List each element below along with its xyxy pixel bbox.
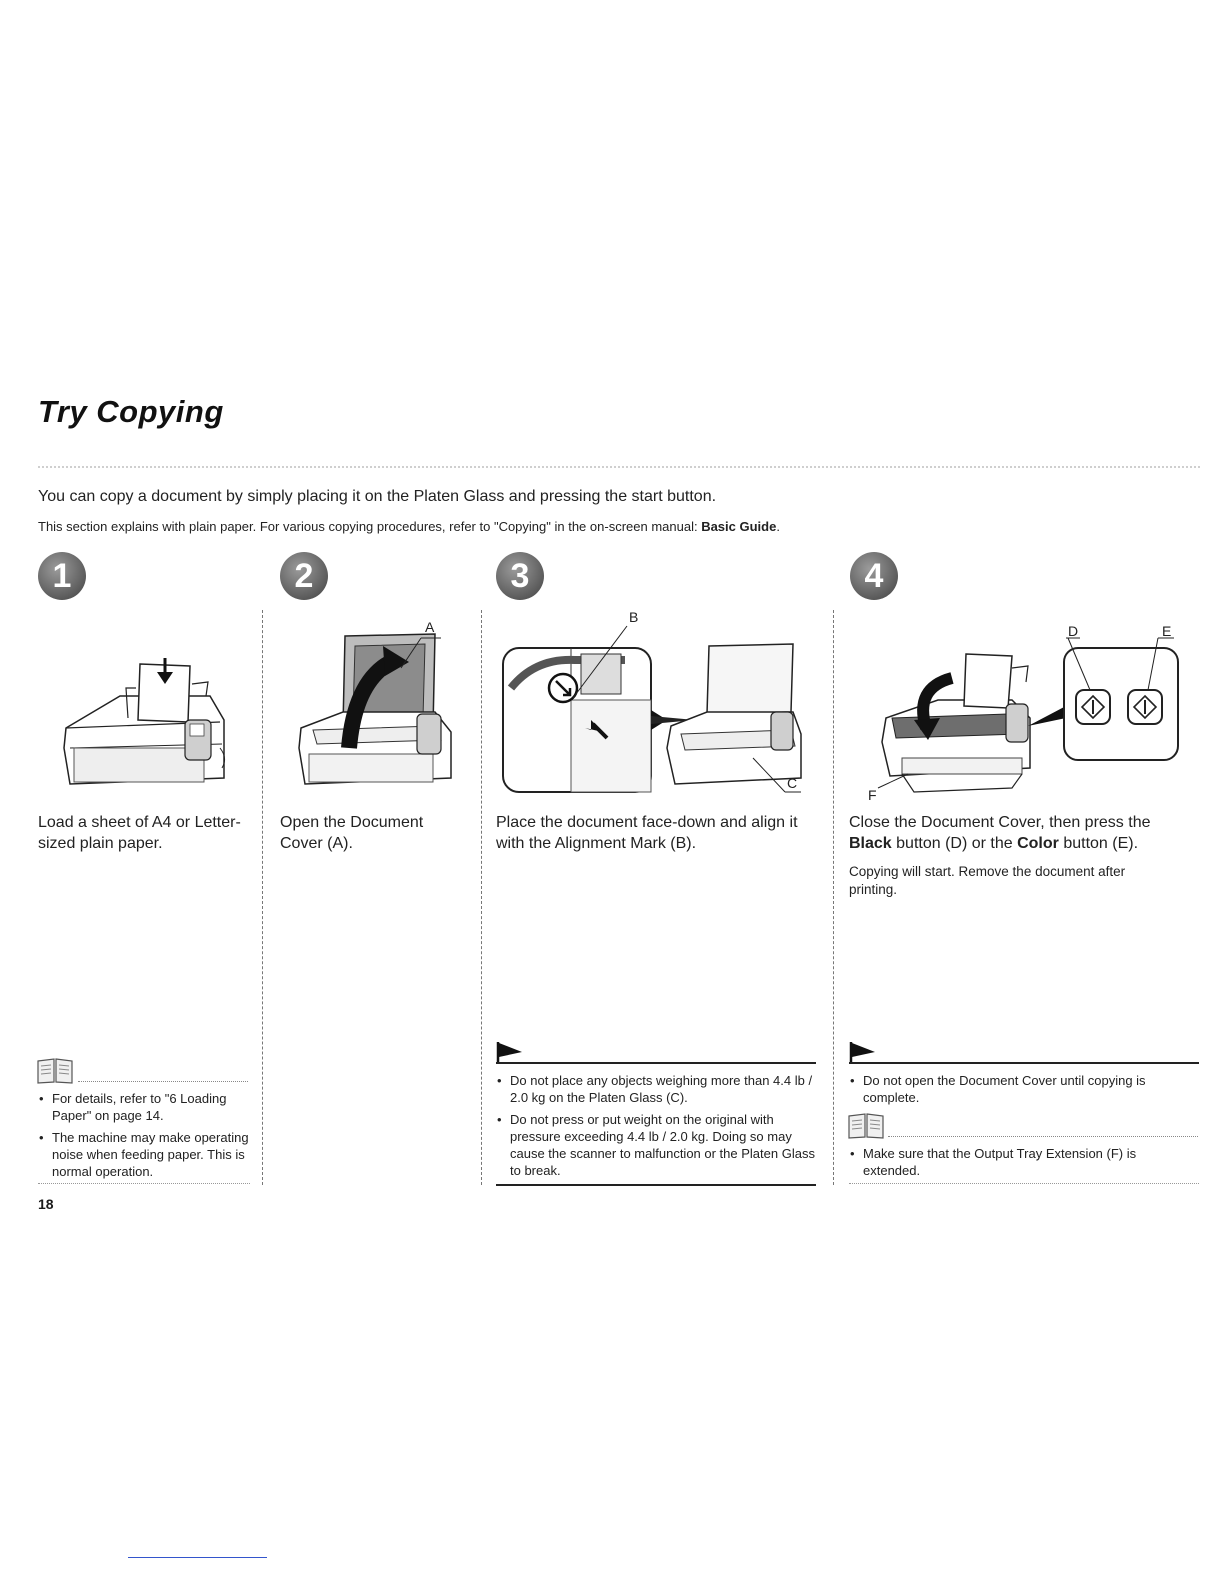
basic-guide-link: Basic Guide (701, 519, 777, 534)
step-1-notes: For details, refer to "6 Loading Paper" … (38, 1090, 256, 1185)
step-4-instruction: Close the Document Cover, then press the… (849, 812, 1189, 854)
step-4-text-prefix: Close the Document Cover, then press the (849, 814, 1151, 831)
section-bottom-rule (849, 1183, 1199, 1184)
list-item: Do not press or put weight on the origin… (496, 1111, 818, 1179)
list-item: Do not open the Document Cover until cop… (849, 1072, 1189, 1106)
step-3-cautions: Do not place any objects weighing more t… (496, 1072, 818, 1184)
callout-b: B (629, 609, 638, 625)
step-1-badge: 1 (38, 552, 86, 600)
column-separator (262, 610, 263, 1185)
step-2-badge: 2 (280, 552, 328, 600)
list-item: Do not place any objects weighing more t… (496, 1072, 818, 1106)
step-4-text-mid: button (D) or the (891, 835, 1018, 852)
column-separator (833, 610, 834, 1185)
black-start-diamond-icon (1080, 694, 1106, 720)
color-button-label: Color (1017, 835, 1059, 852)
step-3-instruction: Place the document face-down and align i… (496, 814, 798, 852)
note-divider (888, 1136, 1198, 1137)
page-title: Try Copying (38, 394, 224, 429)
book-note-icon (37, 1058, 73, 1084)
intro-reference-suffix: . (776, 519, 780, 534)
callout-d: D (1068, 623, 1078, 639)
step-4-cautions: Do not open the Document Cover until cop… (849, 1072, 1189, 1111)
step-4-badge: 4 (850, 552, 898, 600)
step-4-illustration: D E F (868, 623, 1179, 803)
step-2-instruction: Open the Document Cover (A). (280, 814, 424, 852)
callout-c: C (787, 775, 797, 791)
intro-reference-prefix: This section explains with plain paper. … (38, 519, 702, 534)
book-note-icon (848, 1113, 884, 1139)
intro-text: You can copy a document by simply placin… (38, 488, 717, 505)
section-bottom-rule (38, 1183, 250, 1184)
title-divider (38, 466, 1200, 468)
step-1-instruction: Load a sheet of A4 or Letter-sized plain… (38, 814, 241, 852)
step-4-notes: Make sure that the Output Tray Extension… (849, 1145, 1189, 1184)
caution-divider (496, 1062, 816, 1064)
link-underline (128, 1557, 267, 1558)
caution-bottom-rule (496, 1184, 816, 1186)
step-3-illustration: B C (502, 609, 802, 793)
caution-flag-icon (849, 1042, 875, 1064)
step-2-illustration: A (298, 619, 452, 785)
note-divider (78, 1081, 248, 1082)
step-3-badge: 3 (496, 552, 544, 600)
list-item: For details, refer to "6 Loading Paper" … (38, 1090, 256, 1124)
callout-f: F (868, 787, 877, 803)
color-start-diamond-icon (1132, 694, 1158, 720)
column-separator (481, 610, 482, 1185)
step-4-text-suffix: button (E). (1058, 835, 1139, 852)
callout-a: A (425, 619, 435, 635)
intro-reference: This section explains with plain paper. … (38, 519, 780, 534)
caution-flag-icon (496, 1042, 522, 1064)
black-button-label: Black (849, 835, 892, 852)
callout-e: E (1162, 623, 1171, 639)
page-number: 18 (38, 1196, 54, 1212)
list-item: The machine may make operating noise whe… (38, 1129, 256, 1180)
step-1-illustration (63, 658, 226, 785)
caution-divider (849, 1062, 1199, 1064)
step-4-subtext: Copying will start. Remove the document … (849, 864, 1126, 897)
list-item: Make sure that the Output Tray Extension… (849, 1145, 1189, 1179)
